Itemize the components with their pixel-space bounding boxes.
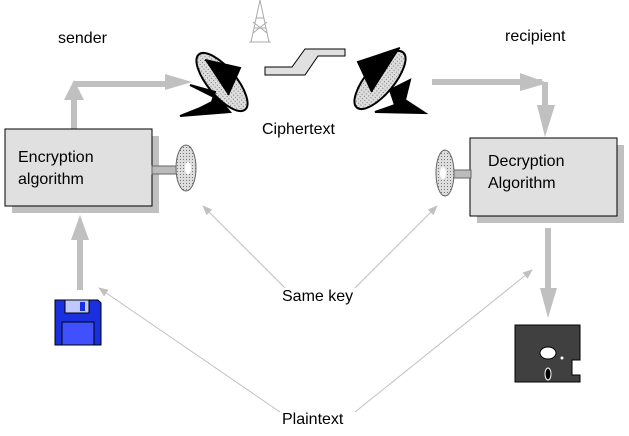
lightning-icon (264, 48, 346, 76)
satellite-dish-icon (353, 47, 429, 115)
decryption-box-label: Decryption Algorithm (488, 151, 564, 195)
recipient-label: recipient (505, 28, 566, 45)
reference-arrows (98, 205, 533, 413)
radio-tower-icon (249, 0, 271, 43)
sender-label: sender (58, 30, 107, 47)
key-icon (151, 144, 197, 192)
same-key-label: Same key (282, 288, 354, 305)
encryption-line-1: Encryption (18, 149, 94, 166)
floppy-disk-icon (514, 324, 581, 383)
decryption-line-2: Algorithm (488, 175, 556, 192)
encryption-box-label: Encryption algorithm (18, 147, 94, 191)
encryption-box (4, 128, 153, 207)
ciphertext-label: Ciphertext (262, 121, 335, 138)
plaintext-label: Plaintext (282, 411, 344, 428)
key-icon (435, 149, 472, 197)
flow-arrows (64, 73, 557, 318)
encryption-line-2: algorithm (18, 171, 84, 188)
decryption-box (469, 137, 618, 217)
floppy-disk-icon (54, 299, 102, 346)
satellite-dish-icon (179, 51, 249, 117)
decryption-line-1: Decryption (488, 153, 565, 170)
